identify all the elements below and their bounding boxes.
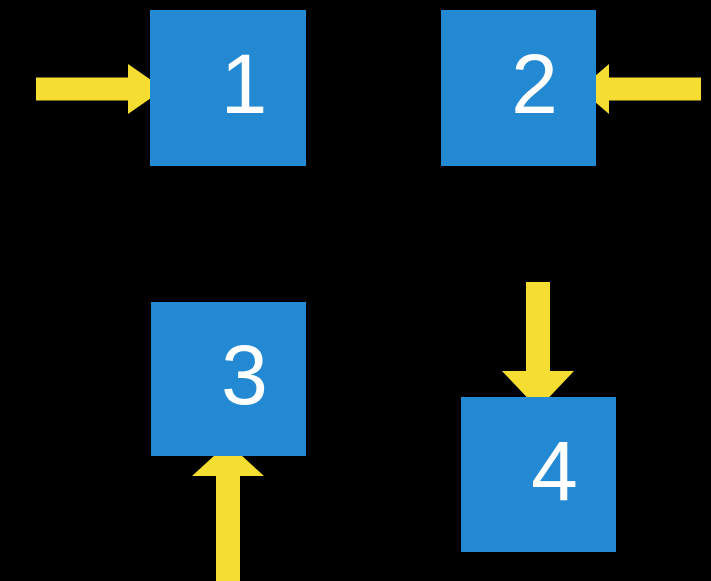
arrow-left-into-box-2 (580, 64, 701, 114)
node-box-4[interactable]: 4 (461, 397, 616, 552)
node-box-1[interactable]: 1 (150, 10, 306, 166)
arrow-right-into-box-1 (36, 64, 164, 114)
arrow-right-icon (36, 64, 164, 114)
node-box-2[interactable]: 2 (441, 10, 596, 166)
arrow-up-into-box-3 (192, 443, 264, 581)
node-box-2-label: 2 (511, 37, 558, 131)
node-box-4-label: 4 (531, 423, 578, 518)
arrow-down-icon (502, 282, 574, 409)
node-box-3-label: 3 (221, 328, 268, 422)
node-box-3[interactable]: 3 (151, 302, 306, 456)
arrow-up-icon (192, 443, 264, 581)
arrow-left-icon (580, 64, 701, 114)
node-box-1-label: 1 (220, 37, 268, 131)
arrow-down-into-box-4 (502, 282, 574, 409)
